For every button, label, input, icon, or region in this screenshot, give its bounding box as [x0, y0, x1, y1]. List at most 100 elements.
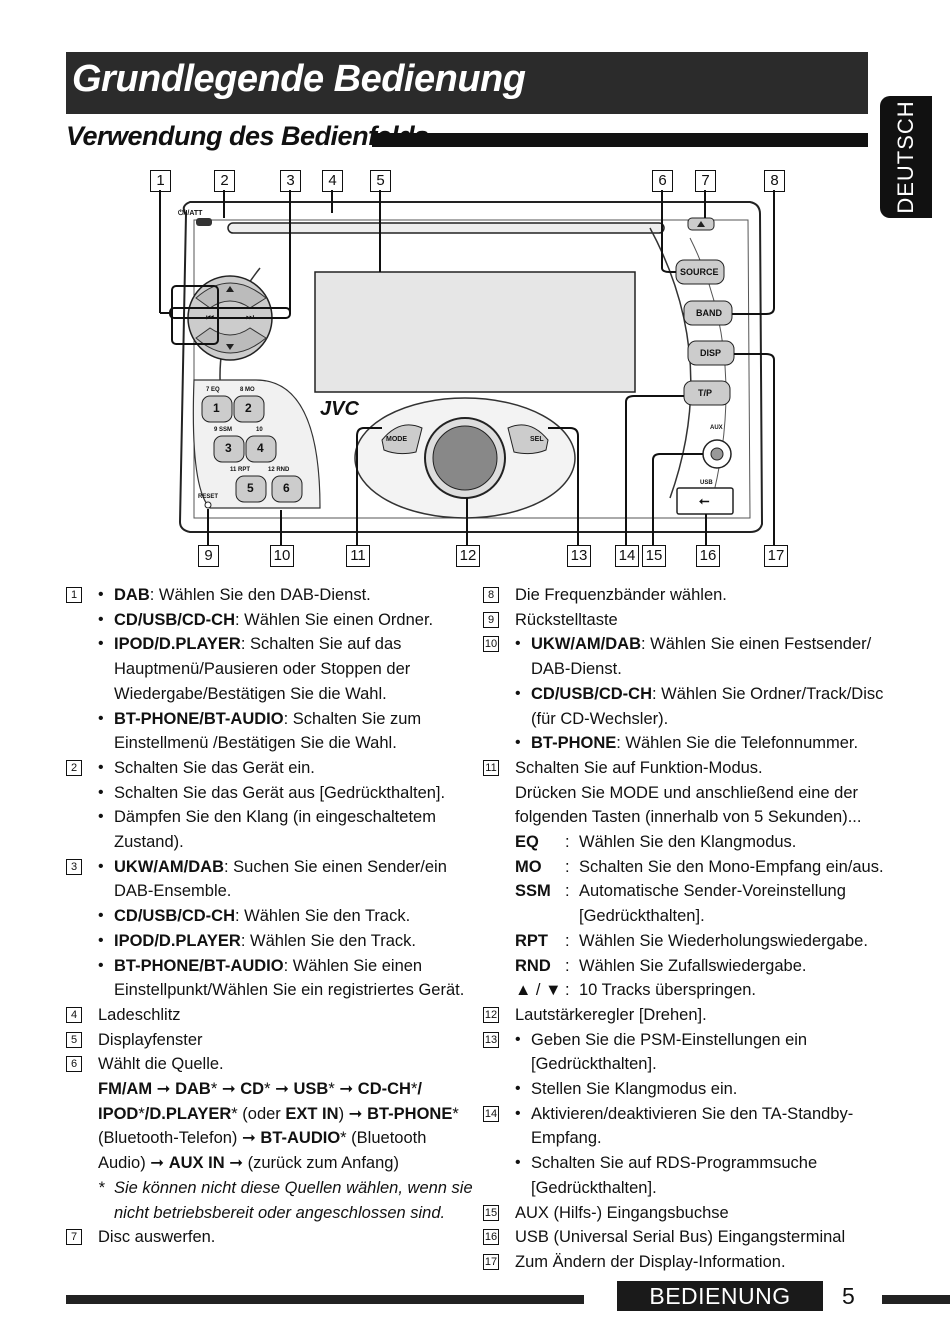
- footnote-text: nicht betriebsbereit oder angeschlossen …: [114, 1203, 446, 1222]
- asterisk: *: [452, 1104, 459, 1123]
- list-item: •Stellen Sie Klangmodus ein.: [483, 1077, 883, 1102]
- usb-label: USB: [700, 480, 713, 486]
- mode-value: Wählen Sie Wiederholungswiedergabe.: [579, 931, 868, 950]
- page-number: 5: [842, 1283, 855, 1309]
- bullet: •: [515, 635, 521, 653]
- mode-label: MODE: [386, 436, 407, 443]
- description-cont: Zustand).: [114, 833, 184, 852]
- preset-small-9: 9 SSM: [214, 427, 233, 433]
- source-sequence: (Bluetooth-Telefon) ➞ BT-AUDIO* (Bluetoo…: [98, 1129, 427, 1148]
- language-tab-label: DEUTSCH: [893, 100, 918, 214]
- description: Disc auswerfen.: [98, 1228, 216, 1247]
- tp-button: [683, 380, 731, 406]
- reset-button: [204, 501, 212, 509]
- list-item: •BT-PHONE/BT-AUDIO: Wählen Sie einen: [66, 954, 466, 979]
- text: (zurück zum Anfang): [243, 1154, 399, 1173]
- mode-value: [Gedrückthalten].: [579, 907, 705, 926]
- footnote: * Sie können nicht diese Quellen wählen, …: [66, 1176, 473, 1201]
- footer-rule-left: [66, 1295, 584, 1304]
- mode-value: Wählen Sie den Klangmodus.: [579, 833, 797, 852]
- preset-button-1: [201, 395, 233, 423]
- list-item: 17 Zum Ändern der Display-Information.: [483, 1250, 883, 1275]
- mode-key: SSM: [515, 882, 551, 901]
- item-number-17: 17: [483, 1253, 499, 1270]
- left-column: 1•DAB: Wählen Sie den DAB-Dienst. •CD/US…: [66, 583, 473, 1250]
- footer-section-label: BEDIENUNG: [617, 1281, 823, 1311]
- description: Ladeschlitz: [98, 1005, 181, 1024]
- text: (oder: [237, 1104, 286, 1123]
- bullet: •: [515, 1030, 521, 1048]
- mode-value: Automatische Sender-Voreinstellung: [579, 882, 846, 901]
- list-item: •BT-PHONE: Wählen Sie die Telefonnummer.: [483, 731, 883, 756]
- mode-row: EQ:Wählen Sie den Klangmodus.: [483, 830, 883, 855]
- asterisk: *: [231, 1104, 238, 1123]
- description: : Wählen Sie einen: [283, 956, 423, 975]
- callout-4: 4: [322, 170, 343, 192]
- item-number-1: 1: [66, 587, 82, 603]
- preset-label-2: 2: [245, 401, 252, 415]
- list-item: 10•UKW/AM/DAB: Wählen Sie einen Festsend…: [483, 632, 883, 657]
- asterisk: *: [98, 1178, 105, 1197]
- list-item: 2•Schalten Sie das Gerät ein.: [66, 756, 466, 781]
- preset-label-3: 3: [225, 441, 232, 455]
- asterisk: *: [210, 1080, 218, 1099]
- mode-value: Schalten Sie den Mono-Empfang ein/aus.: [579, 857, 884, 876]
- term: BT-PHONE: [531, 734, 617, 753]
- preset-button-6: [271, 475, 303, 503]
- asterisk: *: [264, 1080, 271, 1099]
- src-ipod: IPOD: [98, 1104, 139, 1123]
- preset-button-3: [213, 435, 245, 463]
- preset-small-10: 10: [256, 427, 263, 433]
- src-btphone: BT-PHONE: [367, 1104, 453, 1123]
- preset-label-6: 6: [283, 481, 290, 495]
- disp-label: DISP: [700, 348, 722, 358]
- term: CD/USB/CD-CH: [114, 610, 235, 629]
- src-usb: USB: [293, 1080, 329, 1099]
- description: Zum Ändern der Display-Information.: [515, 1252, 786, 1271]
- list-item: •CD/USB/CD-CH: Wählen Sie den Track.: [66, 904, 466, 929]
- description: Schalten Sie das Gerät ein.: [114, 758, 315, 777]
- src-cdch: CD-CH: [357, 1080, 411, 1099]
- mode-key: MO: [515, 857, 542, 876]
- item-number-5: 5: [66, 1031, 82, 1048]
- list-item: •Dämpfen Sie den Klang (in eingeschaltet…: [66, 805, 466, 830]
- src-dab: DAB: [175, 1080, 211, 1099]
- description: Die Frequenzbänder wählen.: [515, 586, 727, 604]
- list-item: 1•DAB: Wählen Sie den DAB-Dienst.: [66, 583, 466, 608]
- tp-label: T/P: [698, 388, 713, 398]
- bullet: •: [98, 907, 104, 925]
- list-item: 14•Aktivieren/deaktivieren Sie den TA-St…: [483, 1102, 883, 1127]
- bullet: •: [98, 857, 104, 875]
- src-fm: FM/AM: [98, 1080, 153, 1099]
- item-number-6: 6: [66, 1056, 82, 1073]
- item-number-14: 14: [483, 1105, 499, 1122]
- mode-key: EQ: [515, 833, 539, 852]
- source-label: SOURCE: [680, 267, 719, 277]
- description: : Schalten Sie zum: [283, 709, 422, 728]
- footnote-text: Sie können nicht diese Quellen wählen, w…: [114, 1178, 473, 1197]
- mode-key: RND: [515, 956, 551, 975]
- item-number-7: 7: [66, 1229, 82, 1246]
- term: UKW/AM/DAB: [114, 857, 224, 876]
- preset-button-4: [245, 435, 277, 463]
- callout-11: 11: [346, 545, 370, 567]
- text: (Bluetooth-Telefon): [98, 1129, 242, 1148]
- power-label: ⏻/I/ATT: [178, 210, 203, 217]
- description: : Wählen Sie den Track.: [235, 907, 411, 926]
- control-panel-diagram: 1 2 3 4 5 6 7 8 9 10 11 12 13 14 15 16 1…: [150, 168, 800, 572]
- reset-label: RESET: [198, 494, 219, 500]
- asterisk: *: [410, 1080, 418, 1099]
- description-cont: Einstellpunkt/Wählen Sie ein registriert…: [114, 981, 465, 1000]
- description: : Schalten Sie auf das: [240, 635, 402, 654]
- preset-label-5: 5: [247, 481, 254, 495]
- bullet: •: [98, 931, 104, 949]
- bullet: •: [515, 1154, 521, 1172]
- source-sequence: FM/AM ➞ DAB* ➞ CD* ➞ USB* ➞ CD-CH*/: [98, 1080, 422, 1099]
- callout-13: 13: [567, 545, 591, 567]
